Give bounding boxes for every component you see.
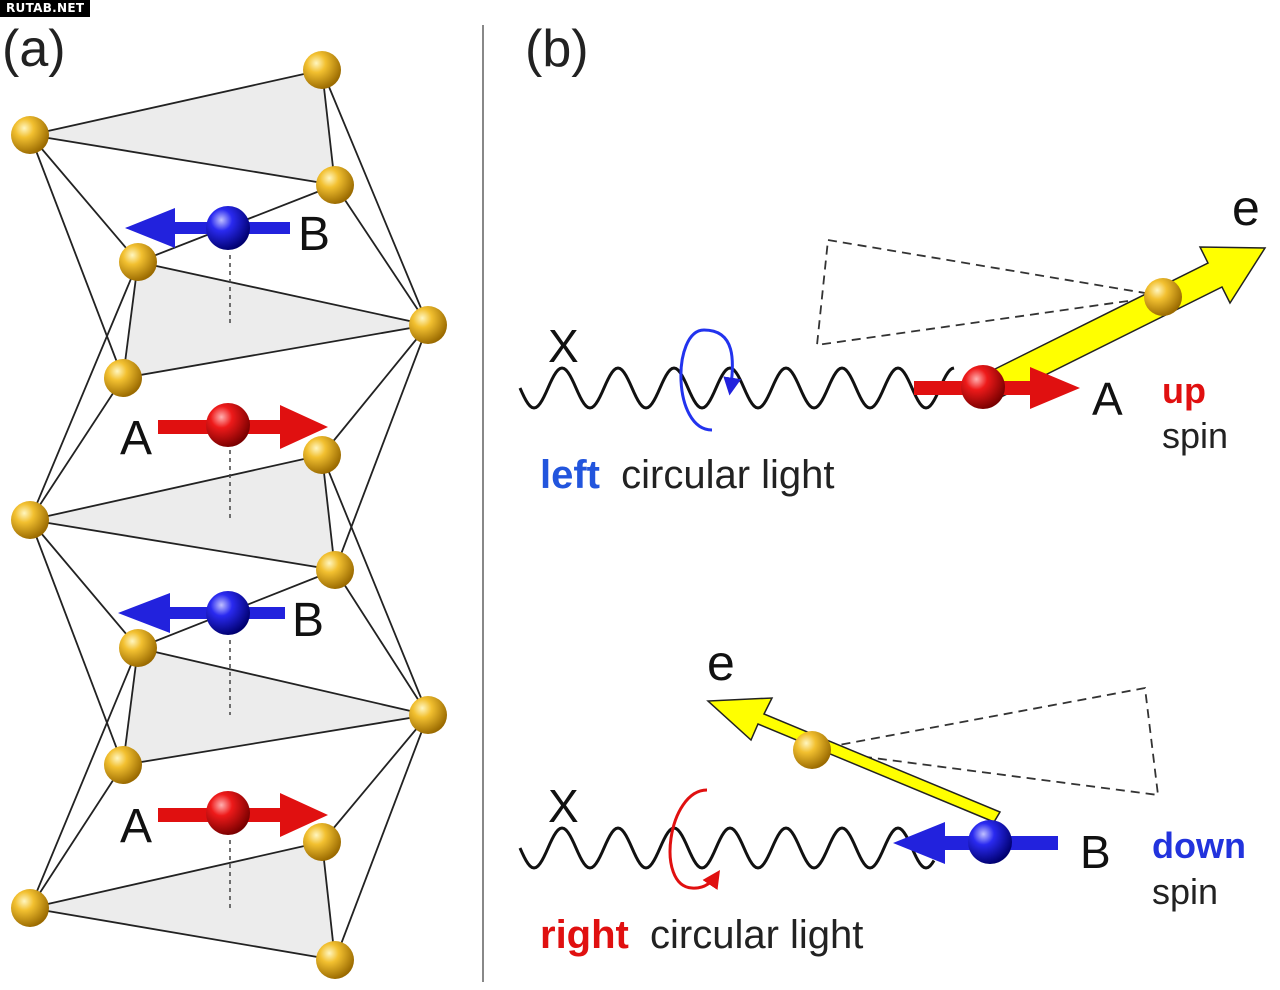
- panel-b: (b) X left circular light A e up spin: [518, 20, 1267, 957]
- wave-label-x: X: [548, 320, 579, 372]
- atom-label-a: A: [120, 412, 152, 465]
- red-atom: [206, 403, 250, 447]
- gold-atom: [303, 51, 341, 89]
- spin-label: spin: [1152, 871, 1218, 912]
- atom-a-upper: A: [120, 403, 328, 465]
- electron-gold: [793, 731, 831, 769]
- atom-a-lower: A: [120, 791, 328, 853]
- watermark: RUTAB.NET: [0, 0, 91, 17]
- light-word-right: right: [540, 913, 629, 957]
- scenario-bottom: X right circular light B e down spin: [518, 635, 1246, 957]
- atom-label-a: A: [1092, 373, 1123, 425]
- atom-label-b: B: [292, 594, 324, 647]
- panel-b-label: (b): [525, 20, 589, 78]
- atom-label-b: B: [298, 208, 330, 261]
- emission-cone: [815, 238, 1164, 347]
- gold-atom: [303, 436, 341, 474]
- panel-a-label: (a): [2, 20, 66, 78]
- spin-up-word: up: [1162, 370, 1206, 411]
- right-circular-light-caption: right circular light: [540, 913, 863, 957]
- light-wave: [518, 826, 936, 870]
- gold-atom: [303, 823, 341, 861]
- gold-atom: [409, 696, 447, 734]
- atom-b-lower: B: [118, 591, 324, 647]
- electron-label: e: [707, 635, 735, 691]
- electron-label: e: [1232, 180, 1260, 236]
- light-word-left: left: [540, 453, 600, 497]
- blue-atom: [968, 820, 1012, 864]
- blue-atom: [206, 206, 250, 250]
- gold-atom: [316, 941, 354, 979]
- panel-a: (a): [2, 20, 447, 979]
- electron-arrow-yellow: [706, 697, 1002, 823]
- gold-atom: [104, 359, 142, 397]
- right-circular-arrow: [668, 788, 720, 890]
- gold-atom: [316, 166, 354, 204]
- red-atom: [206, 791, 250, 835]
- atom-label-a: A: [120, 800, 152, 853]
- scenario-top: X left circular light A e up spin: [518, 180, 1267, 497]
- left-circular-light-caption: left circular light: [540, 453, 835, 497]
- gold-atom: [104, 746, 142, 784]
- electron-gold: [1144, 278, 1182, 316]
- spin-down-word: down: [1152, 825, 1246, 866]
- gold-atoms: [11, 51, 447, 979]
- emission-cone: [811, 686, 1160, 797]
- gold-atom: [11, 501, 49, 539]
- red-atom: [961, 365, 1005, 409]
- blue-atom: [206, 591, 250, 635]
- gold-atom: [409, 306, 447, 344]
- left-arrow-blue: [118, 593, 285, 633]
- gold-atom: [11, 116, 49, 154]
- gold-atom: [119, 243, 157, 281]
- gold-atom: [11, 889, 49, 927]
- atom-label-b: B: [1080, 826, 1111, 878]
- polyhedra-facets: [30, 70, 428, 960]
- spin-label: spin: [1162, 415, 1228, 456]
- gold-atom: [316, 551, 354, 589]
- chain-bonds: [29, 69, 429, 961]
- left-circular-arrow: [679, 328, 742, 432]
- light-wave: [518, 366, 955, 410]
- atom-b-upper: B: [125, 206, 330, 261]
- wave-label-x: X: [548, 780, 579, 832]
- gold-atom: [119, 629, 157, 667]
